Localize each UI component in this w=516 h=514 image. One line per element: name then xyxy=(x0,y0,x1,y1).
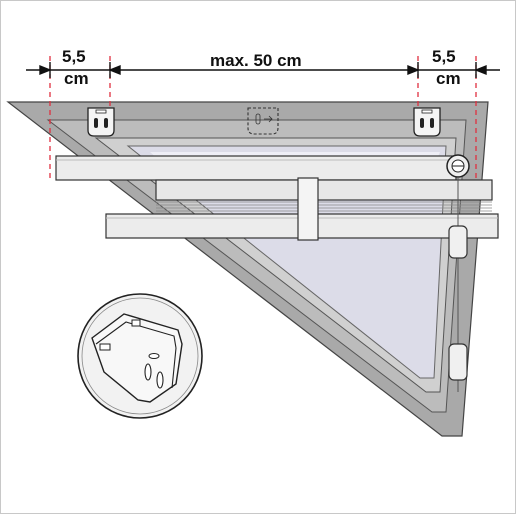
max-spacing-label: max. 50 cm xyxy=(210,51,302,70)
dimension-line xyxy=(26,62,500,78)
glass-pane xyxy=(126,145,447,379)
cord-weight-lower[interactable] xyxy=(448,343,468,381)
bracket-left-icon xyxy=(87,107,115,137)
cord-weight-upper[interactable] xyxy=(448,225,468,259)
handle-clip[interactable] xyxy=(297,177,319,241)
right-margin-value: 5,5 xyxy=(432,47,456,66)
right-margin-unit: cm xyxy=(436,69,461,88)
left-margin-value: 5,5 xyxy=(62,47,86,66)
left-margin-unit: cm xyxy=(64,69,89,88)
cord-tensioner-icon[interactable] xyxy=(446,154,470,178)
dashed-bracket-icon xyxy=(247,107,279,135)
pleat-stack xyxy=(155,179,493,201)
bracket-detail-icon xyxy=(77,293,203,419)
pleat-lines xyxy=(156,201,492,212)
bracket-right-icon xyxy=(413,107,441,137)
